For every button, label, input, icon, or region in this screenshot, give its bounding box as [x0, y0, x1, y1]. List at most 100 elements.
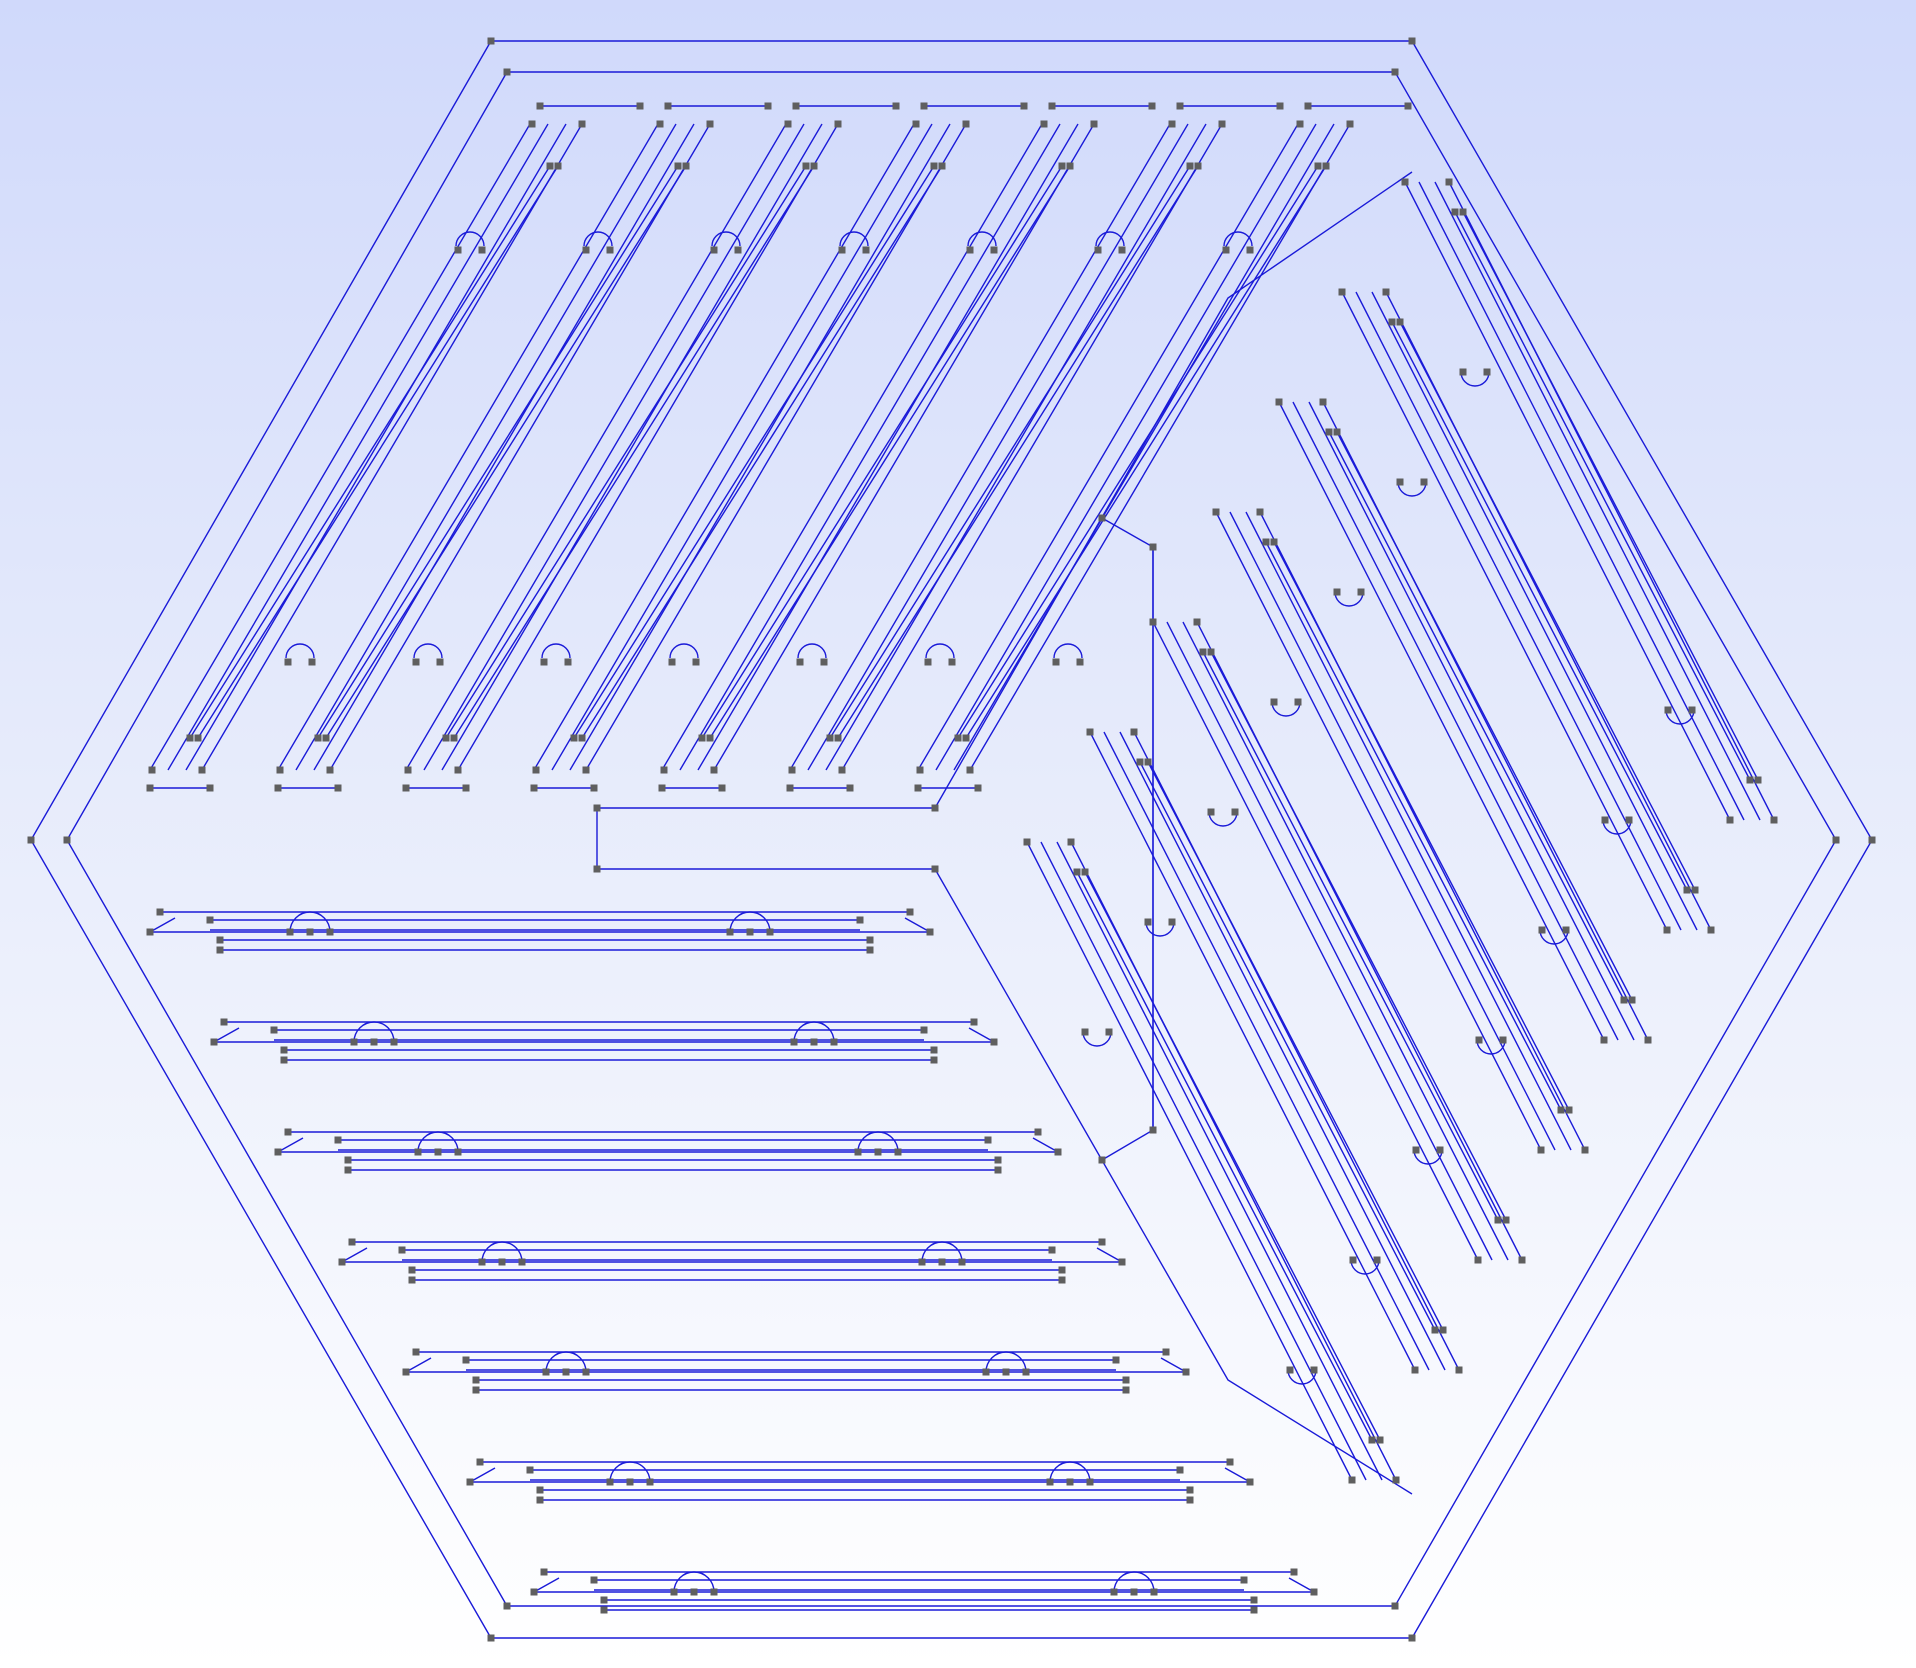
- channel-arc[interactable]: [1460, 371, 1490, 387]
- channel-wall[interactable]: [969, 123, 1351, 771]
- sketch-vertex[interactable]: [690, 1588, 698, 1596]
- sketch-vertex[interactable]: [1396, 318, 1404, 326]
- sketch-vertex[interactable]: [286, 928, 294, 936]
- sketch-vertex[interactable]: [1770, 816, 1778, 824]
- channel-arc[interactable]: [669, 643, 699, 659]
- sketch-vertex[interactable]: [1150, 1588, 1158, 1596]
- sketch-vertex[interactable]: [974, 784, 982, 792]
- channel-arc[interactable]: [1413, 1149, 1443, 1165]
- sketch-vertex[interactable]: [206, 916, 214, 924]
- channel-arc[interactable]: [839, 231, 869, 247]
- channel-rail[interactable]: [197, 165, 559, 739]
- sketch-vertex[interactable]: [284, 658, 292, 666]
- sketch-vertex[interactable]: [1412, 1146, 1420, 1154]
- sketch-vertex[interactable]: [478, 246, 486, 254]
- sketch-vertex[interactable]: [562, 1368, 570, 1376]
- sketch-vertex[interactable]: [990, 246, 998, 254]
- sketch-vertex[interactable]: [994, 1166, 1002, 1174]
- sketch-vertex[interactable]: [1250, 1606, 1258, 1614]
- sketch-vertex[interactable]: [1122, 1386, 1130, 1394]
- sketch-vertex[interactable]: [216, 936, 224, 944]
- channel-join[interactable]: [213, 1027, 240, 1043]
- sketch-vertex[interactable]: [1431, 1326, 1439, 1334]
- channel-arc[interactable]: [1350, 1259, 1380, 1275]
- sketch-vertex[interactable]: [27, 836, 35, 844]
- sketch-vertex[interactable]: [1076, 658, 1084, 666]
- sketch-vertex[interactable]: [1231, 808, 1239, 816]
- sketch-vertex[interactable]: [1086, 1478, 1094, 1486]
- channel-wall[interactable]: [679, 123, 1061, 771]
- channel-wall[interactable]: [533, 123, 915, 771]
- sketch-vertex[interactable]: [982, 1368, 990, 1376]
- channel-wall[interactable]: [457, 123, 839, 771]
- sketch-vertex[interactable]: [1048, 102, 1056, 110]
- channel-wall[interactable]: [789, 123, 1171, 771]
- channel-rail[interactable]: [1399, 321, 1696, 891]
- channel-rail[interactable]: [957, 165, 1319, 739]
- sketch-vertex[interactable]: [1620, 996, 1628, 1004]
- sketch-edges[interactable]: [30, 40, 1873, 1639]
- sketch-vertex[interactable]: [1149, 543, 1157, 551]
- sketch-vertex[interactable]: [1348, 1476, 1356, 1484]
- channel-arc[interactable]: [583, 231, 613, 247]
- channel-rail[interactable]: [1202, 651, 1499, 1221]
- sketch-vertex[interactable]: [564, 658, 572, 666]
- channel-rail[interactable]: [701, 165, 1063, 739]
- channel-rail[interactable]: [573, 165, 935, 739]
- sketch-vertex[interactable]: [1040, 120, 1048, 128]
- sketch-vertex[interactable]: [1098, 514, 1106, 522]
- sketch-vertex[interactable]: [606, 246, 614, 254]
- sketch-vertex[interactable]: [1368, 1436, 1376, 1444]
- sketch-vertex[interactable]: [466, 1478, 474, 1486]
- sketch-vertex[interactable]: [536, 102, 544, 110]
- channel-wall[interactable]: [1278, 401, 1605, 1041]
- sketch-vertex[interactable]: [526, 1466, 534, 1474]
- channel-rail[interactable]: [1328, 431, 1625, 1001]
- sketch-vertex[interactable]: [326, 766, 334, 774]
- sketch-vertex[interactable]: [1246, 1478, 1254, 1486]
- channel-arc[interactable]: [481, 1241, 523, 1263]
- sketch-vertex[interactable]: [1688, 706, 1696, 714]
- channel-join[interactable]: [1160, 1357, 1187, 1373]
- sketch-vertex[interactable]: [626, 1478, 634, 1486]
- sketch-vertex[interactable]: [838, 246, 846, 254]
- sketch-vertex[interactable]: [1144, 918, 1152, 926]
- sketch-vertex[interactable]: [476, 1458, 484, 1466]
- sketch-vertex[interactable]: [1436, 1146, 1444, 1154]
- sketch-vertex[interactable]: [1186, 162, 1194, 170]
- sketch-vertex[interactable]: [404, 766, 412, 774]
- channel-wall[interactable]: [1040, 841, 1367, 1481]
- channel-arc[interactable]: [285, 643, 315, 659]
- sketch-vertex[interactable]: [472, 1376, 480, 1384]
- channel-join[interactable]: [469, 1467, 496, 1483]
- channel-wall[interactable]: [825, 123, 1207, 771]
- channel-rail[interactable]: [837, 165, 1199, 739]
- sketch-vertex[interactable]: [1130, 1588, 1138, 1596]
- sketch-vertex[interactable]: [412, 1348, 420, 1356]
- sketch-vertex[interactable]: [1207, 808, 1215, 816]
- sketch-vertex[interactable]: [1565, 1106, 1573, 1114]
- sketch-vertex[interactable]: [954, 734, 962, 742]
- channel-arc[interactable]: [967, 231, 997, 247]
- channel-wall[interactable]: [201, 123, 583, 771]
- sketch-vertex[interactable]: [636, 102, 644, 110]
- channel-arc[interactable]: [545, 1351, 587, 1373]
- sketch-vertex[interactable]: [344, 1166, 352, 1174]
- channel-arc[interactable]: [711, 231, 741, 247]
- channel-arc[interactable]: [1082, 1031, 1112, 1047]
- channel-rail[interactable]: [325, 165, 687, 739]
- sketch-vertex[interactable]: [478, 1258, 486, 1266]
- channel-wall[interactable]: [1292, 401, 1619, 1041]
- sketch-vertex[interactable]: [1222, 246, 1230, 254]
- sketch-vertex[interactable]: [1333, 428, 1341, 436]
- sketch-vertex[interactable]: [810, 1038, 818, 1046]
- sketch-vertex[interactable]: [918, 1258, 926, 1266]
- sketch-vertex[interactable]: [1600, 1036, 1608, 1044]
- sketch-vertex[interactable]: [582, 246, 590, 254]
- sketch-vertex[interactable]: [1411, 1366, 1419, 1374]
- sketch-vertex[interactable]: [326, 928, 334, 936]
- sketch-vertex[interactable]: [1098, 1238, 1106, 1246]
- sketch-vertex[interactable]: [718, 784, 726, 792]
- sketch-vertex[interactable]: [664, 102, 672, 110]
